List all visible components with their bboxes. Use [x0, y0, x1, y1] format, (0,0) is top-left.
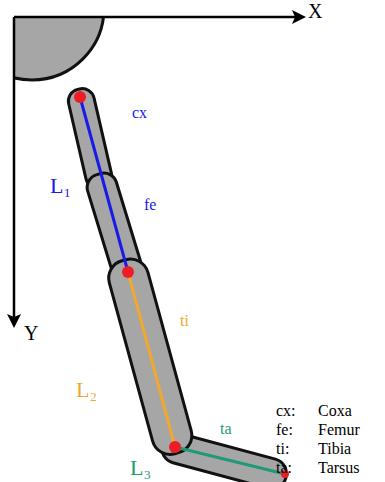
segment-abbrev: cx — [132, 104, 147, 122]
length-label: L₃ — [130, 456, 151, 480]
segment-abbrev: ti — [180, 312, 189, 330]
length-label: L₂ — [76, 378, 97, 402]
key-abbrev: fe: — [276, 421, 293, 439]
l3-line — [175, 447, 285, 474]
joint — [122, 266, 134, 278]
axis-label: X — [308, 0, 322, 22]
x-axis — [14, 16, 296, 19]
joint — [74, 91, 86, 103]
y-axis — [13, 17, 16, 318]
y-arrowhead — [7, 314, 21, 328]
key-name: Femur — [318, 421, 360, 439]
body — [14, 17, 104, 80]
segment-abbrev: ta — [220, 420, 232, 438]
l2-line — [128, 272, 175, 447]
l1-line — [80, 97, 128, 272]
segment-abbrev: fe — [144, 196, 156, 214]
key-abbrev: ti: — [276, 440, 289, 458]
length-label: L₁ — [50, 174, 71, 198]
key-abbrev: cx: — [276, 402, 296, 420]
x-arrowhead — [292, 10, 306, 24]
key-name: Tarsus — [318, 459, 360, 477]
tibia-segment — [105, 255, 196, 458]
key-name: Coxa — [318, 402, 352, 420]
key-abbrev: ta: — [276, 459, 292, 477]
key-name: Tibia — [318, 440, 351, 458]
joint — [169, 441, 181, 453]
axis-label: Y — [24, 322, 38, 344]
